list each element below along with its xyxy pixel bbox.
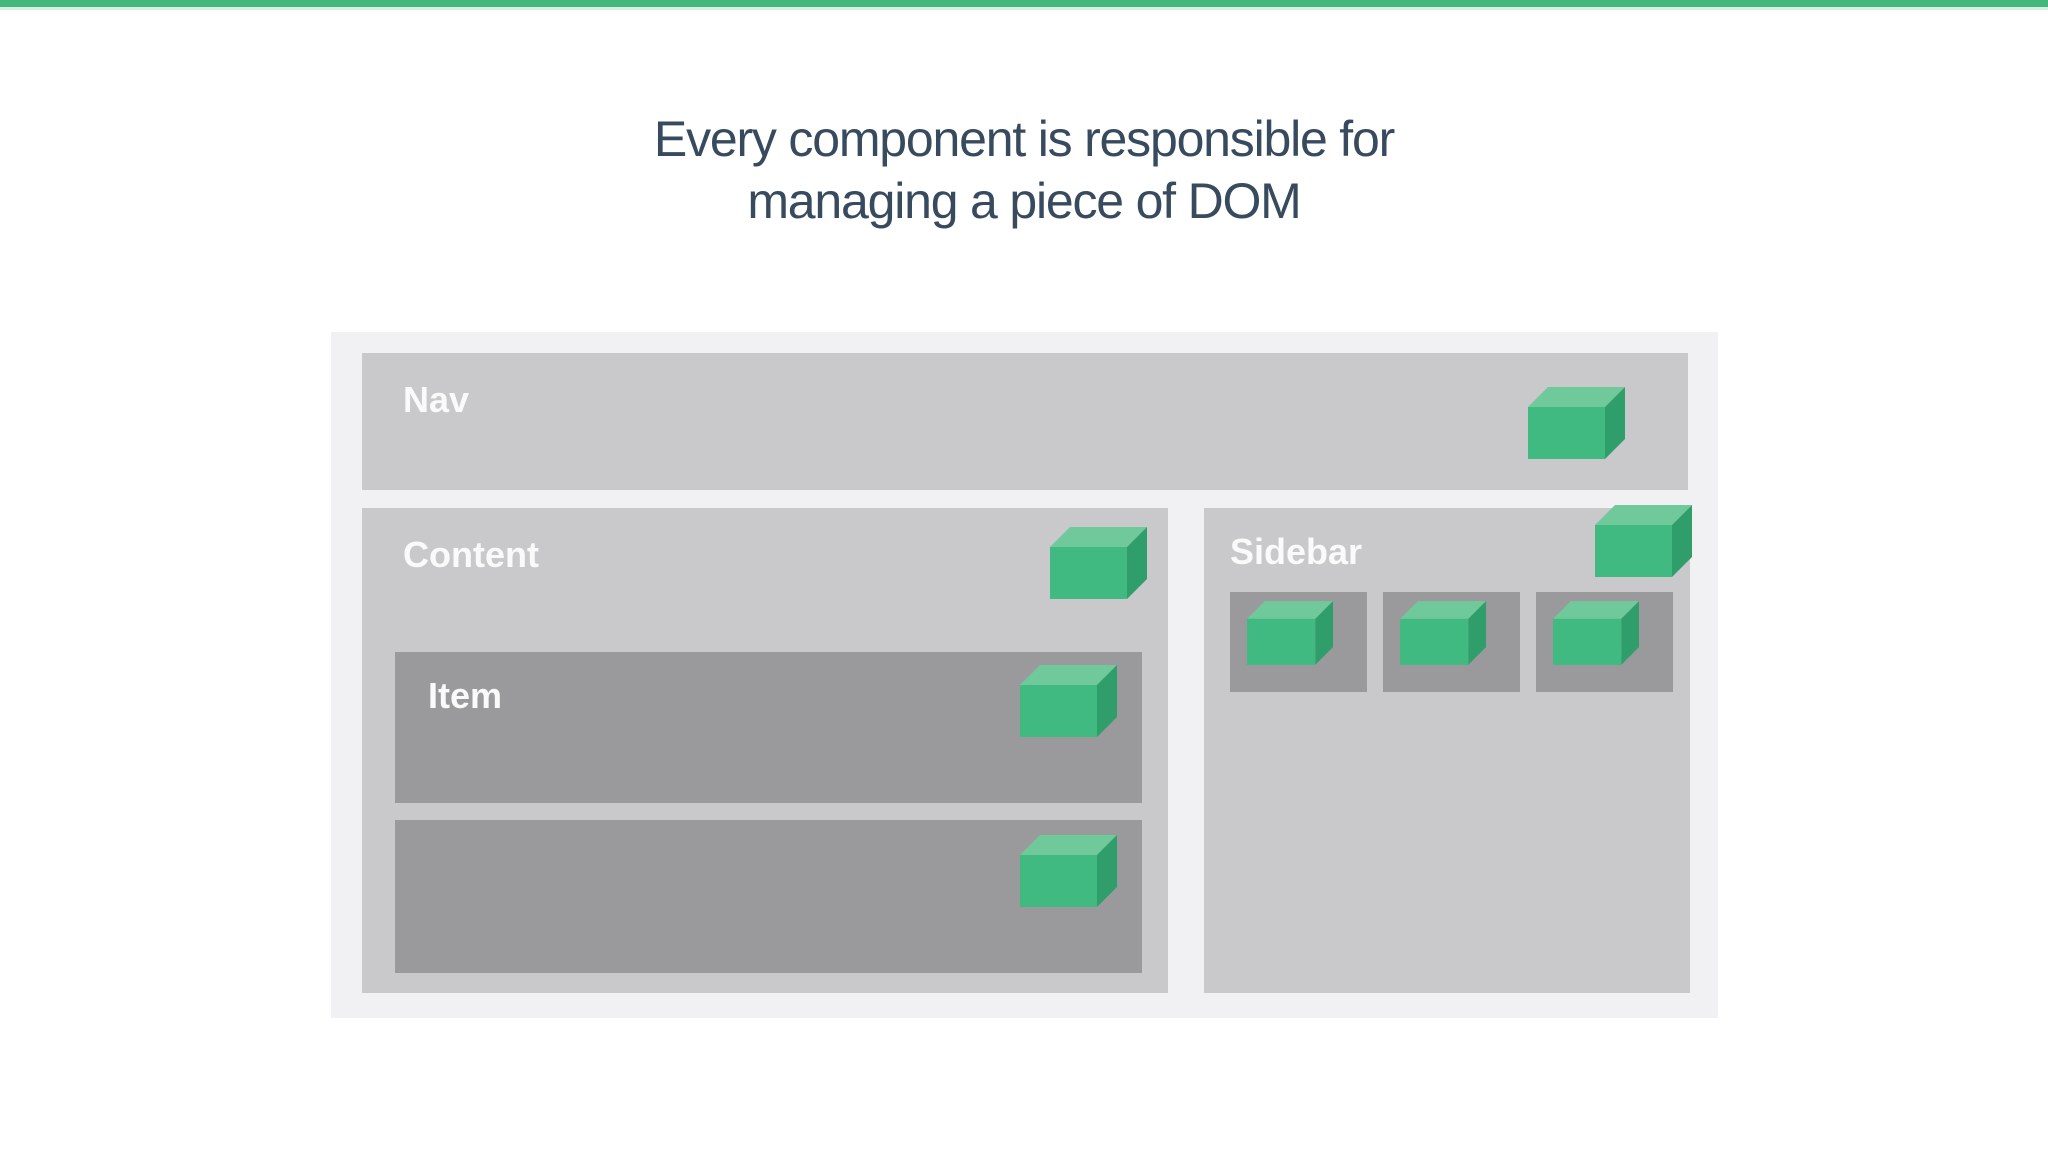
component-cube-icon xyxy=(1050,527,1147,599)
item-component-box xyxy=(395,820,1142,973)
item-label: Item xyxy=(428,675,503,716)
sidebar-slot-box xyxy=(1230,592,1367,692)
component-cube-icon xyxy=(1595,505,1692,577)
component-cube-icon xyxy=(1400,601,1486,665)
component-cube-icon xyxy=(1020,835,1117,907)
dom-diagram: Nav Content Item Sidebar xyxy=(331,332,1718,1018)
component-cube-icon xyxy=(1247,601,1333,665)
content-component-box: Content Item xyxy=(362,508,1168,993)
nav-label: Nav xyxy=(403,379,470,420)
content-label: Content xyxy=(403,534,539,575)
slide-title-line-1: Every component is responsible for xyxy=(653,111,1395,167)
top-accent-underline xyxy=(0,7,2048,10)
sidebar-slot-row xyxy=(1230,592,1673,692)
sidebar-slot-box xyxy=(1383,592,1520,692)
sidebar-label: Sidebar xyxy=(1230,531,1363,572)
component-cube-icon xyxy=(1528,387,1625,459)
component-cube-icon xyxy=(1020,665,1117,737)
sidebar-slot-box xyxy=(1536,592,1673,692)
item-component-box: Item xyxy=(395,652,1142,803)
slide-title: Every component is responsible for manag… xyxy=(0,108,2048,232)
component-cube-icon xyxy=(1553,601,1639,665)
sidebar-component-box: Sidebar xyxy=(1204,505,1692,993)
nav-component-box: Nav xyxy=(362,353,1688,490)
top-accent-bar xyxy=(0,0,2048,7)
slide-title-line-2: managing a piece of DOM xyxy=(747,173,1301,229)
